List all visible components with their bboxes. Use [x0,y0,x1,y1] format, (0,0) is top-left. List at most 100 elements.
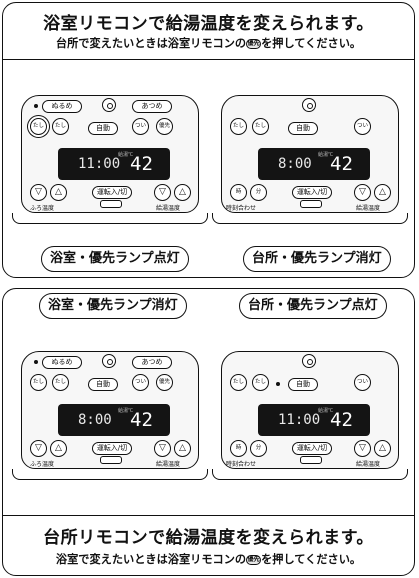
bath-lamp-on-label: 浴室・優先ランプ点灯 [41,246,189,272]
display-screen: 8:00 給湯℃ 42 [258,148,370,180]
knob-icon [302,354,316,368]
up-arrow-icon[interactable]: △ [374,440,391,457]
display-time: 8:00 [278,156,312,172]
tashiyu-button[interactable]: たし湯 [30,118,47,135]
display-temp: 42 [130,153,153,175]
clock-set-label: 時刻合わせ [226,461,257,468]
display-time: 11:00 [278,412,321,428]
display-unit: 給湯℃ [318,408,334,414]
tsuidaki-button[interactable]: ついだき [132,118,149,135]
up-arrow-icon[interactable]: △ [174,184,191,201]
bath-remote-bottom: ぬるめ あつめ たし湯 たし水 自動 ついだき 優先 8:00 給湯℃ 42 ▽… [12,351,208,480]
indicator-dot [276,382,280,386]
bottom-subline-before: 浴室で変えたいときは浴室リモコンの [55,553,247,566]
display-screen: 8:00 給湯℃ 42 [58,404,170,436]
tashimizu-button[interactable]: たし水 [52,374,69,391]
down-arrow-icon[interactable]: ▽ [154,184,171,201]
bottom-panel: 浴室・優先ランプ消灯 台所・優先ランプ点灯 ぬるめ あつめ たし湯 たし水 自動… [2,288,415,576]
display-time: 8:00 [78,412,112,428]
tashimizu-button[interactable]: たし水 [52,118,69,135]
kyuto-temp-label: 給湯温度 [356,461,381,468]
indicator-dot [34,104,38,108]
bath-remote-top: ぬるめ あつめ たし湯 たし水 自動 ついだき 優先 11:00 給湯℃ 42 … [12,95,208,224]
furo-temp-label: ふろ温度 [30,205,55,212]
atsume-button[interactable]: あつめ [132,356,172,369]
hour-button[interactable]: 時 [230,440,247,457]
display-screen: 11:00 給湯℃ 42 [258,404,370,436]
display-temp: 42 [130,409,153,431]
up-arrow-icon[interactable]: △ [50,184,67,201]
yuusen-button[interactable]: 優先 [156,374,173,391]
nurume-button[interactable]: ぬるめ [42,356,82,369]
nurume-button[interactable]: ぬるめ [42,100,82,113]
kitchen-lamp-off-label: 台所・優先ランプ消灯 [243,246,391,272]
auto-button[interactable]: 自動 [288,378,318,391]
kyuto-temp-label: 給湯温度 [356,205,381,212]
unten-button[interactable]: 運転入/切 [92,186,132,199]
display-unit: 給湯℃ [118,408,134,414]
kitchen-remote-bottom: たし湯 たし水 自動 ついだき 11:00 給湯℃ 42 時 分 運転入/切 ▽… [212,351,408,480]
tashimizu-button[interactable]: たし水 [252,374,269,391]
top-separator [3,59,414,60]
up-arrow-icon[interactable]: △ [374,184,391,201]
down-arrow-icon[interactable]: ▽ [354,440,371,457]
display-unit: 給湯℃ [318,152,334,158]
bottom-subline-after: を押してください。 [261,553,362,566]
unten-button[interactable]: 運転入/切 [292,442,332,455]
tsuidaki-button[interactable]: ついだき [132,374,149,391]
furo-temp-label: ふろ温度 [30,461,55,468]
tashiyu-button[interactable]: たし湯 [30,374,47,391]
indicator-dot [34,360,38,364]
bottom-headline: 台所リモコンで給湯温度を変えられます。 [43,528,374,548]
minute-button[interactable]: 分 [250,184,267,201]
tashimizu-button[interactable]: たし水 [252,118,269,135]
clock-set-label: 時刻合わせ [226,205,257,212]
top-subline: 台所で変えたいときは浴室リモコンの優先を押してください。 [3,35,414,51]
down-arrow-icon[interactable]: ▽ [354,184,371,201]
sensor-slot [100,200,122,208]
yuusen-button[interactable]: 優先 [156,118,173,135]
knob-icon [102,354,116,368]
kyuto-temp-label: 給湯温度 [156,205,181,212]
display-temp: 42 [330,153,353,175]
bottom-separator [3,515,414,516]
sensor-slot [300,456,322,464]
tsuidaki-button[interactable]: ついだき [354,118,371,135]
unten-button[interactable]: 運転入/切 [292,186,332,199]
top-panel: 浴室リモコンで給湯温度を変えられます。 台所で変えたいときは浴室リモコンの優先を… [2,2,415,278]
bottom-subline: 浴室で変えたいときは浴室リモコンの優先を押してください。 [3,551,414,567]
display-time: 11:00 [78,156,121,172]
display-screen: 11:00 給湯℃ 42 [58,148,170,180]
minute-button[interactable]: 分 [250,440,267,457]
display-unit: 給湯℃ [118,152,134,158]
auto-button[interactable]: 自動 [88,122,118,135]
sensor-slot [300,200,322,208]
tashiyu-button[interactable]: たし湯 [230,118,247,135]
yuusen-badge-icon: 優先 [246,39,262,49]
down-arrow-icon[interactable]: ▽ [30,184,47,201]
hour-button[interactable]: 時 [230,184,247,201]
yuusen-badge-icon: 優先 [246,555,262,565]
sensor-slot [100,456,122,464]
up-arrow-icon[interactable]: △ [174,440,191,457]
kitchen-lamp-on-label: 台所・優先ランプ点灯 [239,293,387,319]
knob-icon [102,98,116,112]
tashiyu-button[interactable]: たし湯 [230,374,247,391]
auto-button[interactable]: 自動 [88,378,118,391]
atsume-button[interactable]: あつめ [132,100,172,113]
kitchen-remote-top: たし湯 たし水 自動 ついだき 8:00 給湯℃ 42 時 分 運転入/切 ▽ … [212,95,408,224]
top-subline-before: 台所で変えたいときは浴室リモコンの [55,37,247,50]
tsuidaki-button[interactable]: ついだき [354,374,371,391]
down-arrow-icon[interactable]: ▽ [30,440,47,457]
top-headline: 浴室リモコンで給湯温度を変えられます。 [43,14,374,34]
knob-icon [302,98,316,112]
up-arrow-icon[interactable]: △ [50,440,67,457]
display-temp: 42 [330,409,353,431]
bath-lamp-off-label: 浴室・優先ランプ消灯 [39,293,187,319]
kyuto-temp-label: 給湯温度 [156,461,181,468]
auto-button[interactable]: 自動 [288,122,318,135]
down-arrow-icon[interactable]: ▽ [154,440,171,457]
unten-button[interactable]: 運転入/切 [92,442,132,455]
top-subline-after: を押してください。 [261,37,362,50]
